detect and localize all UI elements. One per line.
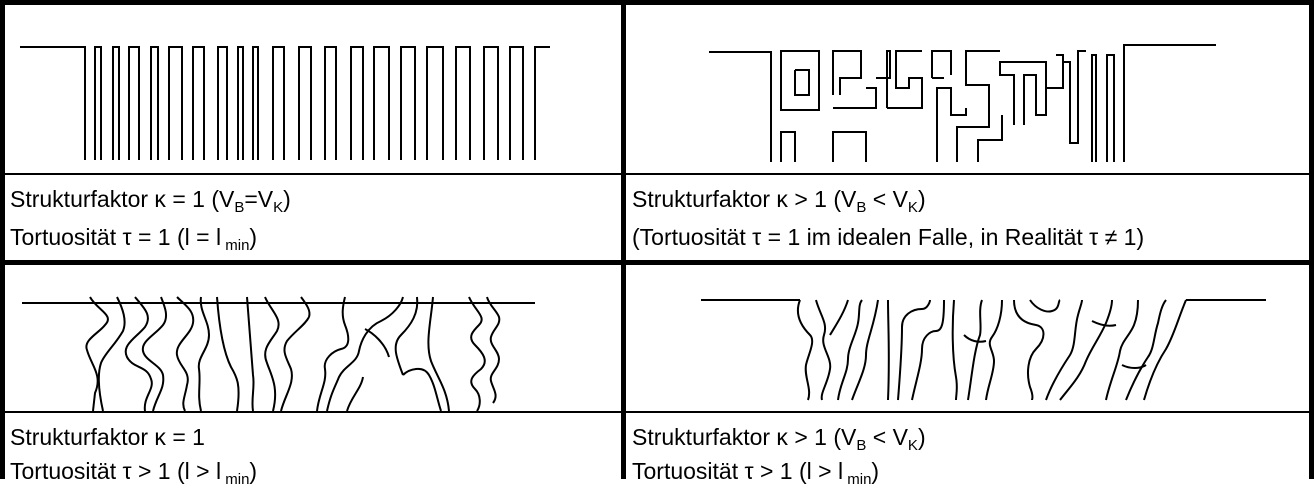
caption-tortuous-pores: Strukturfaktor κ = 1 Tortuosität τ > 1 (… — [10, 424, 616, 488]
structure-factor-text: Strukturfaktor κ = 1 — [10, 424, 205, 450]
row-divider — [0, 260, 1314, 265]
structure-factor-text: Strukturfaktor κ > 1 (VB < VK) — [632, 424, 926, 454]
tortuosity-text: (Tortuosität τ = 1 im idealen Falle, in … — [632, 224, 1145, 250]
caption-angular-pores: Strukturfaktor κ > 1 (VB < VK) (Tortuosi… — [632, 186, 1308, 258]
structure-factor-text: Strukturfaktor κ = 1 (VB=VK) — [10, 186, 291, 216]
structure-factor-text: Strukturfaktor κ > 1 (VB < VK) — [632, 186, 926, 216]
caption-straight-pores: Strukturfaktor κ = 1 (VB=VK) Tortuosität… — [10, 186, 616, 258]
tortuosity-text: Tortuosität τ > 1 (l > l min) — [10, 458, 258, 488]
tortuosity-text: Tortuosität τ = 1 (l = l min) — [10, 224, 258, 254]
column-divider — [621, 0, 626, 479]
figure-table — [0, 0, 1314, 479]
tortuous-pores-figure — [22, 296, 535, 411]
straight-pores-figure — [20, 46, 550, 160]
tortuosity-text: Tortuosität τ > 1 (l > l min) — [632, 458, 880, 488]
angular-pores-figure — [709, 44, 1216, 162]
caption-constricted-tortuous-pores: Strukturfaktor κ > 1 (VB < VK) Tortuosit… — [632, 424, 1308, 488]
row-divider — [0, 411, 1314, 413]
row-divider — [0, 173, 1314, 175]
constricted-tortuous-pores-figure — [701, 299, 1266, 401]
